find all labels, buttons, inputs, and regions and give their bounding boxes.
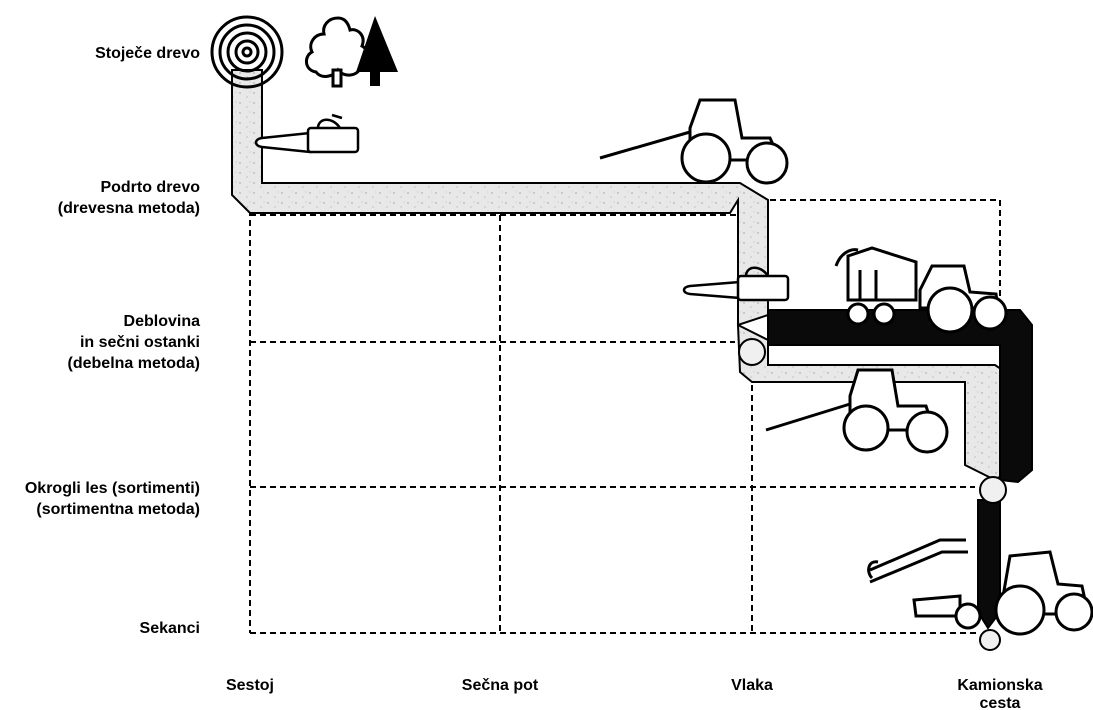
skidder-tractor-icon [600,100,787,183]
deciduous-tree-icon [306,18,367,86]
label-drevesna-metoda: (drevesna metoda) [58,200,200,217]
chainsaw-icon [256,115,358,152]
x-axis-labels: Sestoj Sečna pot Vlaka Kamionska cesta [226,677,1043,710]
label-sestoj: Sestoj [226,677,274,694]
label-okrogli-les: Okrogli les (sortimenti) [25,480,200,497]
label-kamionska: Kamionska [957,677,1042,694]
label-secni-ostanki: in sečni ostanki [80,334,200,351]
label-secna-pot: Sečna pot [462,677,539,694]
label-sortimentna-metoda: (sortimentna metoda) [36,501,200,518]
chainsaw-icon [684,268,788,300]
label-cesta: cesta [980,695,1021,710]
y-axis-labels: Stoječe drevo Podrto drevo (drevesna met… [25,45,200,637]
label-sekanci: Sekanci [140,620,200,637]
label-deblovina: Deblovina [124,313,201,330]
label-stojece-drevo: Stoječe drevo [95,45,200,62]
label-podrto-drevo: Podrto drevo [100,179,200,196]
label-debelna-metoda: (debelna metoda) [68,355,200,372]
label-vlaka: Vlaka [731,677,773,694]
